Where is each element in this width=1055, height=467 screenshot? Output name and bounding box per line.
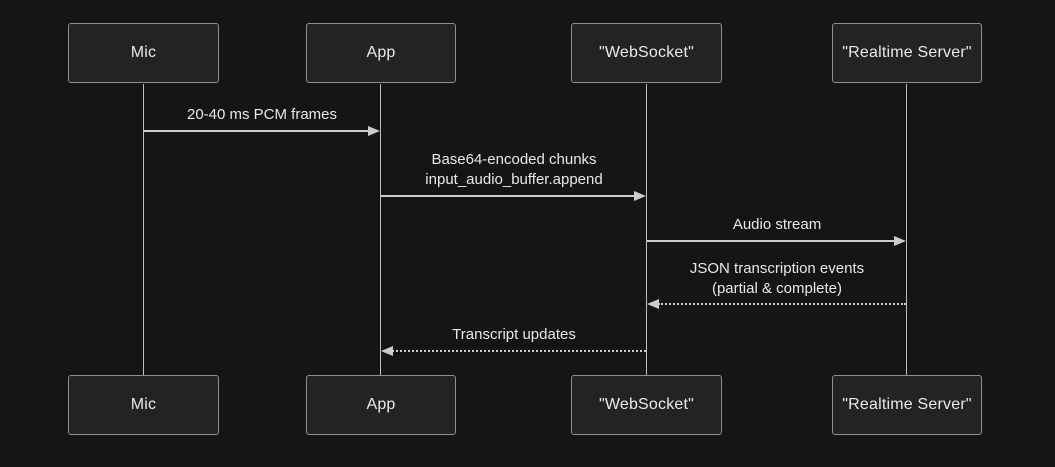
message-line — [647, 240, 895, 242]
lifeline-app — [380, 84, 381, 375]
actor-websocket-top: "WebSocket" — [571, 23, 722, 83]
actor-mic-bottom: Mic — [68, 375, 219, 435]
message-text: Audio stream — [732, 216, 822, 233]
arrowhead-right-icon — [368, 126, 380, 136]
message-text: JSON transcription events — [689, 260, 865, 277]
actor-app-top: App — [306, 23, 456, 83]
lifeline-websocket — [646, 84, 647, 375]
actor-realtime-server-bottom: "Realtime Server" — [832, 375, 982, 435]
actor-websocket-label: "WebSocket" — [598, 44, 695, 61]
message-line — [381, 195, 635, 197]
message-line — [392, 350, 646, 352]
message-text: (partial & complete) — [711, 280, 843, 297]
message-label: Transcript updates — [452, 325, 576, 345]
message-text: Transcript updates — [452, 326, 576, 343]
actor-realtime-server-label: "Realtime Server" — [842, 44, 972, 61]
actor-app-label: App — [366, 44, 396, 61]
actor-mic-label: Mic — [130, 396, 157, 413]
arrowhead-left-icon — [381, 346, 393, 356]
message-label: Audio stream — [733, 215, 821, 235]
message-text: 20-40 ms PCM frames — [186, 106, 338, 123]
message-label: Base64-encoded chunks input_audio_buffer… — [425, 150, 602, 190]
actor-websocket-bottom: "WebSocket" — [571, 375, 722, 435]
actor-app-bottom: App — [306, 375, 456, 435]
lifeline-realtime-server — [906, 84, 907, 375]
arrowhead-right-icon — [894, 236, 906, 246]
message-line — [658, 303, 906, 305]
actor-websocket-label: "WebSocket" — [598, 396, 695, 413]
message-text: input_audio_buffer.append — [425, 171, 603, 188]
actor-realtime-server-label: "Realtime Server" — [842, 396, 972, 413]
message-text: Base64-encoded chunks — [431, 151, 597, 168]
arrowhead-right-icon — [634, 191, 646, 201]
message-label: JSON transcription events (partial & com… — [690, 259, 864, 299]
actor-realtime-server-top: "Realtime Server" — [832, 23, 982, 83]
message-label: 20-40 ms PCM frames — [187, 105, 337, 125]
actor-mic-label: Mic — [130, 44, 157, 61]
arrowhead-left-icon — [647, 299, 659, 309]
actor-mic-top: Mic — [68, 23, 219, 83]
actor-app-label: App — [366, 396, 396, 413]
message-line — [144, 130, 370, 132]
lifeline-mic — [143, 84, 144, 375]
